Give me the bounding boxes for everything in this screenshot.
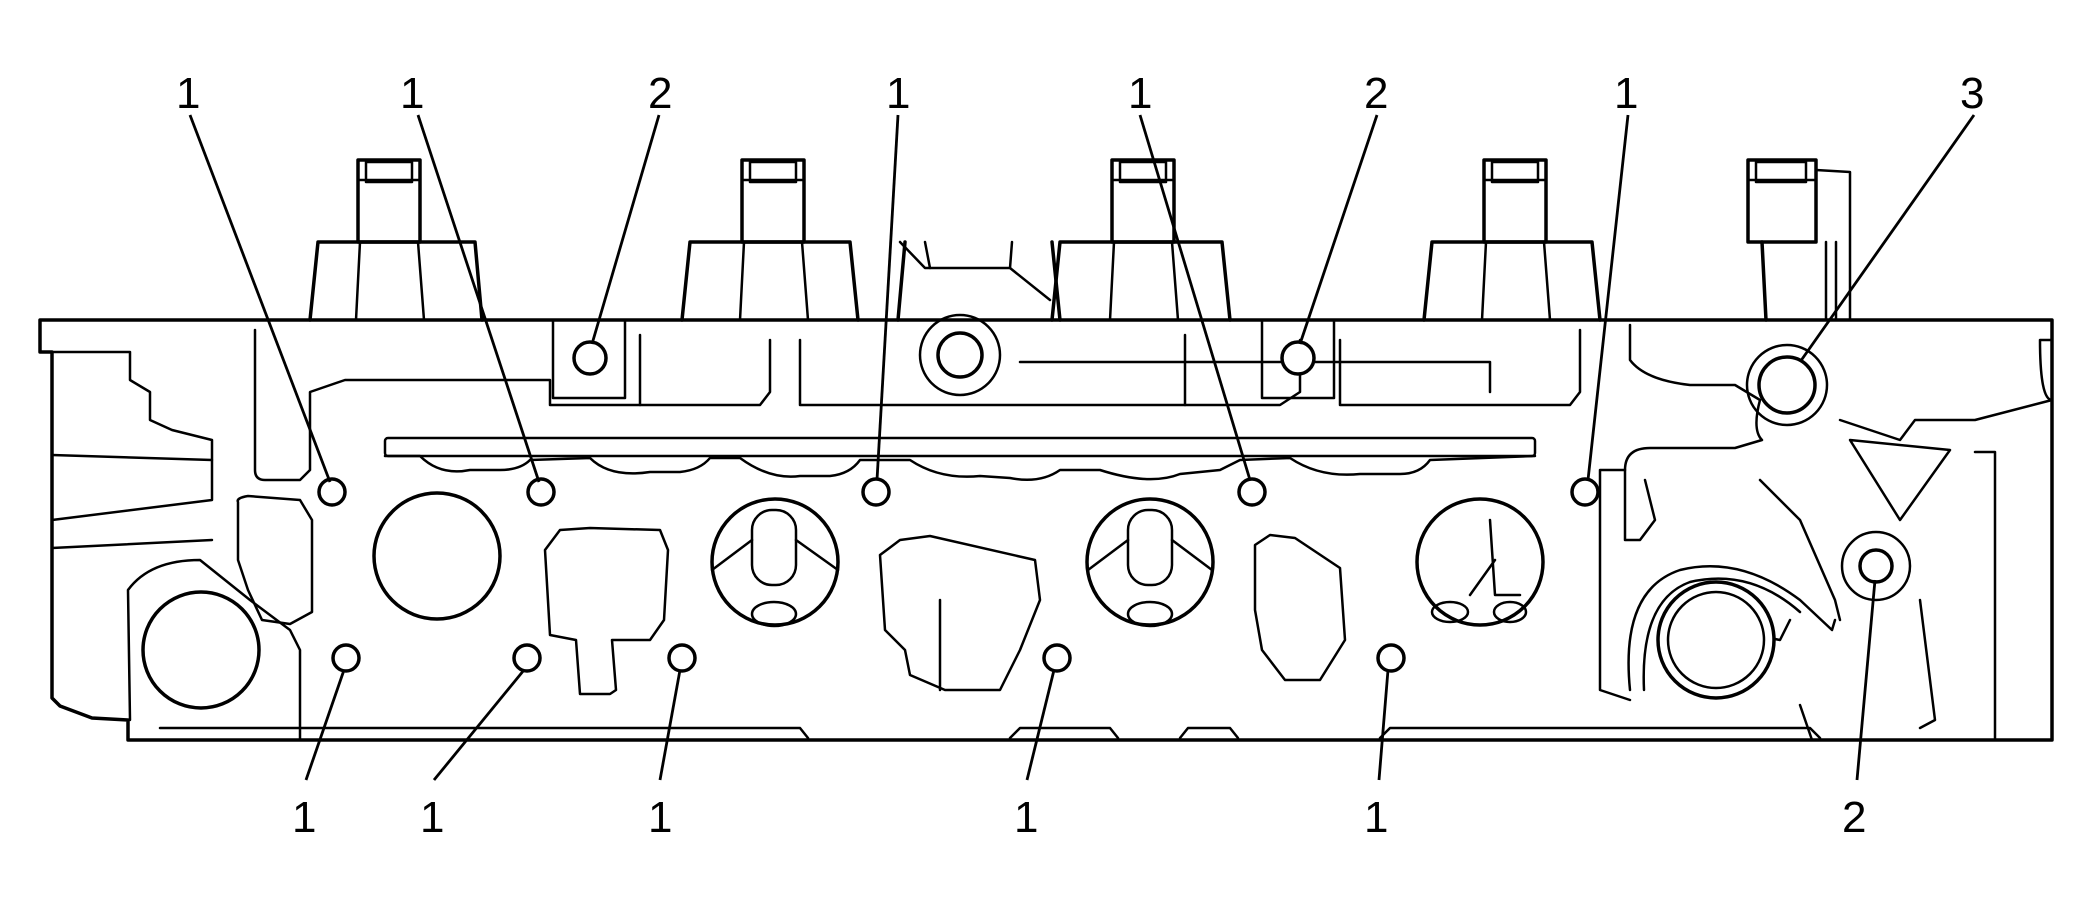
bolt-holes bbox=[317, 318, 1912, 673]
callout-label: 1 bbox=[292, 793, 316, 842]
callout-label: 1 bbox=[176, 69, 200, 118]
leader-lines bbox=[188, 114, 1976, 781]
camshaft-bearing-caps bbox=[308, 158, 1852, 322]
callout-label: 1 bbox=[648, 793, 672, 842]
callout-label: 1 bbox=[1364, 793, 1388, 842]
cylinder-head-body bbox=[38, 318, 2054, 742]
ports bbox=[141, 313, 1829, 710]
callout-label: 1 bbox=[1614, 69, 1638, 118]
callout-label: 1 bbox=[400, 69, 424, 118]
callout-label: 1 bbox=[1014, 793, 1038, 842]
callout-label: 2 bbox=[648, 69, 672, 118]
callout-label: 3 bbox=[1960, 69, 1984, 118]
callout-labels: 1 1 2 1 1 2 1 3 1 1 1 1 1 2 bbox=[176, 69, 1984, 842]
callout-label: 1 bbox=[1128, 69, 1152, 118]
callout-label: 2 bbox=[1842, 793, 1866, 842]
callout-label: 1 bbox=[886, 69, 910, 118]
callout-label: 1 bbox=[420, 793, 444, 842]
callout-label: 2 bbox=[1364, 69, 1388, 118]
